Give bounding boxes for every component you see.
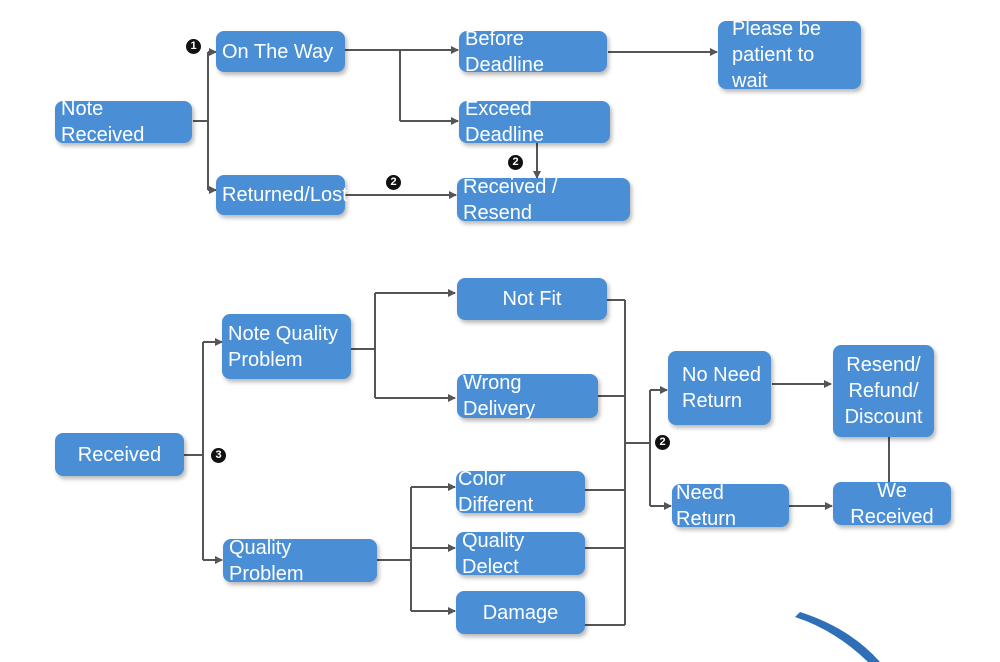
not-fit-node: Not Fit [457, 278, 607, 320]
note-quality-problem-node: Note Quality Problem [222, 314, 351, 379]
note-received-node: Note Received [55, 98, 192, 146]
exceed-deadline-node: Exceed Deadline [459, 98, 610, 146]
resend-refund-discount-node: Resend/ Refund/ Discount [833, 345, 934, 437]
received-node: Received [55, 433, 184, 476]
need-return-node: Need Return [672, 482, 789, 530]
before-deadline-node: Before Deadline [459, 28, 607, 76]
quality-delect-node: Quality Delect [456, 530, 585, 578]
received-resend-node: Received / Resend [457, 176, 630, 224]
step-marker-2-bottom: 2 [655, 435, 670, 450]
returned-lost-node: Returned/Lost [216, 175, 348, 215]
step-marker-2-deadline: 2 [508, 155, 523, 170]
step-marker-1: 1 [186, 39, 201, 54]
color-different-node: Color Different [456, 468, 585, 516]
step-marker-3: 3 [211, 448, 226, 463]
no-need-return-node: No Need Return [668, 351, 771, 425]
damage-node: Damage [456, 591, 585, 634]
please-be-patient-node: Please be patient to wait [718, 18, 861, 92]
step-marker-2-top: 2 [386, 175, 401, 190]
on-the-way-node: On The Way [216, 31, 345, 72]
quality-problem-node: Quality Problem [223, 537, 377, 585]
wrong-delivery-node: Wrong Delivery [457, 372, 598, 420]
we-received-node: We Received [833, 480, 951, 528]
